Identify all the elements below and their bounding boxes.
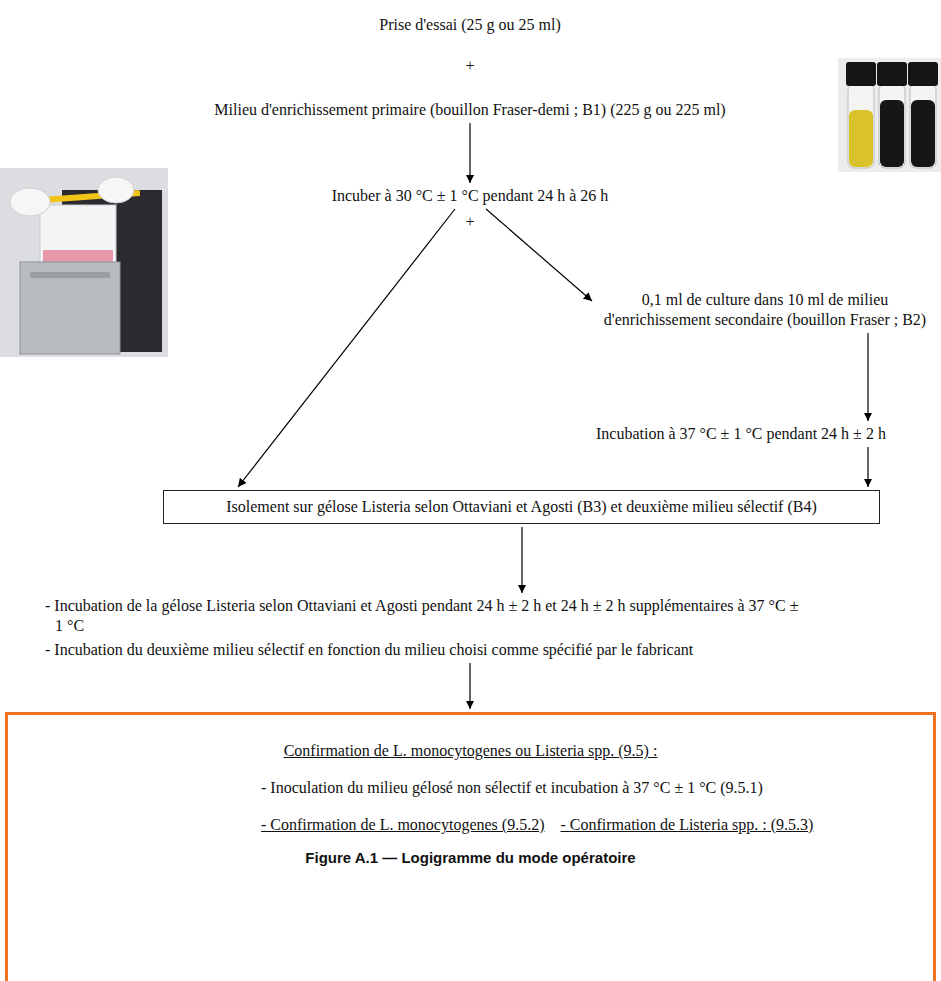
step-label: - Incubation du deuxième milieu sélectif…	[45, 640, 805, 660]
step-label: Prise d'essai (25 g ou 25 ml)	[379, 15, 561, 35]
list-item: - Inoculation du milieu gélosé non sélec…	[261, 778, 763, 798]
tubes-photo	[838, 58, 941, 172]
figure-caption: Figure A.1 — Logigramme du mode opératoi…	[0, 848, 941, 868]
step-label: - Incubation de la gélose Listeria selon…	[45, 596, 805, 636]
step-text: Prise d'essai (25 g ou 25 ml)	[379, 15, 561, 35]
flow-arrow	[521, 527, 522, 593]
door-handle	[30, 272, 110, 278]
black-broth	[880, 100, 904, 167]
test-tube	[848, 84, 874, 168]
stomacher-photo	[0, 168, 168, 357]
highlight-box: Confirmation de L. monocytogenes ou List…	[5, 712, 936, 981]
step-text: Milieu d'enrichissement primaire (bouill…	[214, 100, 725, 120]
step-label: Incubation à 37 °C ± 1 °C pendant 24 h ±…	[596, 424, 886, 444]
step-text: Incuber à 30 °C ± 1 °C pendant 24 h à 26…	[332, 186, 609, 206]
gloved-hand	[98, 177, 134, 203]
step-label: Isolement sur gélose Listeria selon Otta…	[224, 497, 819, 517]
test-tube	[879, 84, 905, 168]
flow-arrow	[469, 663, 470, 709]
test-tube	[910, 84, 936, 168]
step-text: Incubation à 37 °C ± 1 °C pendant 24 h ±…	[596, 424, 886, 444]
list-item: - Confirmation de L. monocytogenes (9.5.…	[261, 815, 545, 835]
gloved-hand	[10, 188, 50, 216]
step-label: Incuber à 30 °C ± 1 °C pendant 24 h à 26…	[332, 186, 609, 206]
plus-sign: +	[463, 56, 476, 76]
steel-door	[20, 262, 120, 354]
yellow-broth	[849, 110, 873, 167]
box-heading: Confirmation de L. monocytogenes ou List…	[284, 741, 658, 761]
process-box: Isolement sur gélose Listeria selon Otta…	[163, 490, 880, 524]
step-label: Milieu d'enrichissement primaire (bouill…	[214, 100, 725, 120]
tube-cap	[846, 62, 876, 86]
tube-cap	[908, 62, 938, 86]
list-item: - Confirmation de Listeria spp. : (9.5.3…	[561, 815, 814, 835]
flow-arrow	[238, 209, 455, 487]
flow-arrow	[867, 333, 868, 421]
step-text: 0,1 ml de culture dans 10 ml de milieu d…	[595, 290, 935, 330]
plus-sign: +	[463, 212, 476, 232]
step-label: 0,1 ml de culture dans 10 ml de milieu d…	[595, 290, 935, 330]
flow-arrow	[469, 123, 470, 183]
flow-arrow	[486, 209, 592, 301]
black-broth	[911, 100, 935, 167]
photo-ground	[0, 168, 168, 357]
flow-arrow	[867, 447, 868, 487]
photo-ground	[838, 58, 941, 172]
step-text: - Incubation de la gélose Listeria selon…	[45, 596, 805, 660]
tube-cap	[877, 62, 907, 86]
